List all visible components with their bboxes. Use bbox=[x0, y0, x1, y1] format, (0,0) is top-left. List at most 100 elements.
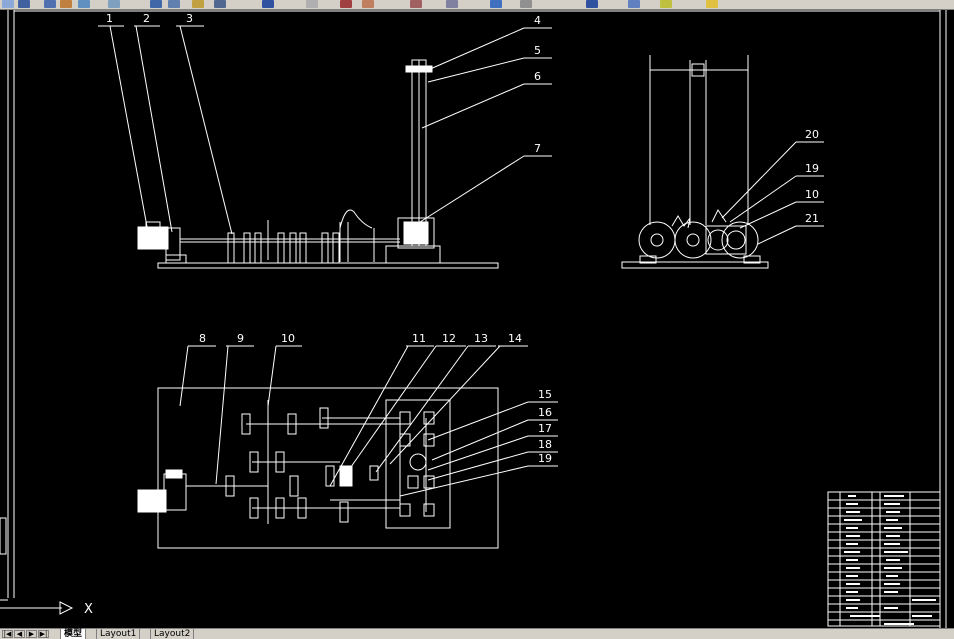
drawing-canvas[interactable]: 1 2 3 4 5 6 7 8 9 10 11 12 13 14 15 16 1… bbox=[0, 10, 954, 628]
gb-3 bbox=[399, 433, 411, 447]
layout-tab-bar: |◀ ◀ ▶ ▶| 模型 Layout1 Layout2 bbox=[0, 628, 954, 639]
ucs-x-label: X bbox=[84, 602, 93, 617]
layer-icon[interactable] bbox=[306, 0, 318, 8]
bearing-8 bbox=[332, 232, 340, 264]
tab-layout2[interactable]: Layout2 bbox=[150, 629, 195, 639]
column-top-clamp bbox=[405, 65, 433, 73]
callout-17: 17 bbox=[538, 422, 552, 435]
zoom-window-icon[interactable] bbox=[150, 0, 162, 8]
color-icon[interactable] bbox=[340, 0, 352, 8]
base-plate bbox=[157, 262, 499, 269]
tb-8 bbox=[249, 497, 259, 519]
zoom-icon-2[interactable] bbox=[362, 0, 374, 8]
tb-13 bbox=[339, 465, 353, 487]
tab-model[interactable]: 模型 bbox=[60, 629, 87, 639]
undo-icon[interactable] bbox=[44, 0, 56, 8]
front-view bbox=[137, 59, 499, 269]
callout-19-side: 19 bbox=[805, 162, 819, 175]
redo-icon[interactable] bbox=[60, 0, 72, 8]
text-icon[interactable] bbox=[446, 0, 458, 8]
callout-16: 16 bbox=[538, 406, 552, 419]
gb-8 bbox=[423, 503, 435, 517]
reducer-foot bbox=[165, 254, 187, 264]
ucs-icon bbox=[0, 517, 74, 615]
reel-middle-hub bbox=[686, 233, 700, 247]
save-icon[interactable] bbox=[18, 0, 30, 8]
layer-freeze-icon[interactable] bbox=[706, 0, 718, 8]
last-tab-icon[interactable]: ▶| bbox=[38, 630, 49, 638]
tb-4 bbox=[249, 451, 259, 473]
bearing-3 bbox=[254, 232, 262, 264]
bearing-2 bbox=[243, 232, 251, 264]
side-view bbox=[621, 55, 769, 269]
motor-cap bbox=[145, 221, 161, 229]
zoom-previous-icon[interactable] bbox=[168, 0, 180, 8]
callout-1: 1 bbox=[106, 12, 113, 25]
top-reducer-cap bbox=[165, 469, 183, 479]
tb-12 bbox=[339, 501, 349, 523]
gb-4 bbox=[423, 433, 435, 447]
zoom-realtime-icon[interactable] bbox=[410, 0, 422, 8]
callout-7: 7 bbox=[534, 142, 541, 155]
bearing-5 bbox=[289, 232, 297, 264]
reducer bbox=[165, 227, 181, 261]
design-center-icon[interactable] bbox=[214, 0, 226, 8]
properties-icon[interactable] bbox=[192, 0, 204, 8]
callout-2: 2 bbox=[143, 12, 150, 25]
prev-tab-icon[interactable]: ◀ bbox=[14, 630, 25, 638]
tb-10 bbox=[297, 497, 307, 519]
callout-3: 3 bbox=[186, 12, 193, 25]
tb-7 bbox=[289, 475, 299, 497]
layer-state-icon[interactable] bbox=[490, 0, 502, 8]
top-base-plate bbox=[157, 387, 499, 549]
tb-11 bbox=[325, 465, 335, 487]
callout-13: 13 bbox=[474, 332, 488, 345]
bearing-4 bbox=[277, 232, 285, 264]
gear-right bbox=[726, 230, 746, 250]
side-mechanism bbox=[711, 209, 727, 223]
callout-15: 15 bbox=[538, 388, 552, 401]
layer-manager-icon[interactable] bbox=[628, 0, 640, 8]
callout-18: 18 bbox=[538, 438, 552, 451]
side-foot-left bbox=[639, 255, 657, 264]
callout-8: 8 bbox=[199, 332, 206, 345]
help-icon[interactable] bbox=[586, 0, 598, 8]
callout-19: 19 bbox=[538, 452, 552, 465]
tool-palette-icon[interactable] bbox=[262, 0, 274, 8]
gear-block bbox=[397, 217, 435, 249]
callout-5: 5 bbox=[534, 44, 541, 57]
column-base bbox=[385, 245, 441, 264]
reel-middle bbox=[674, 221, 712, 259]
bearing-7 bbox=[321, 232, 329, 264]
first-tab-icon[interactable]: |◀ bbox=[2, 630, 13, 638]
next-tab-icon[interactable]: ▶ bbox=[26, 630, 37, 638]
cam-profile bbox=[339, 209, 373, 229]
side-top-clamp bbox=[691, 63, 705, 77]
tb-9 bbox=[275, 497, 285, 519]
side-base bbox=[621, 261, 769, 269]
tb-5 bbox=[275, 451, 285, 473]
callout-20: 20 bbox=[805, 128, 819, 141]
tb-3 bbox=[319, 407, 329, 429]
bearing-6 bbox=[299, 232, 307, 264]
gb-2 bbox=[423, 411, 435, 425]
callout-21: 21 bbox=[805, 212, 819, 225]
motor bbox=[137, 226, 169, 250]
sprocket bbox=[671, 215, 691, 229]
top-view bbox=[137, 387, 499, 549]
tab-layout1[interactable]: Layout1 bbox=[96, 629, 141, 639]
toolbar bbox=[0, 0, 954, 10]
leader-lines bbox=[98, 25, 824, 497]
gb-1 bbox=[399, 411, 411, 425]
title-block-fills bbox=[844, 495, 936, 625]
gear-housing bbox=[705, 225, 747, 255]
new-icon[interactable] bbox=[2, 0, 14, 8]
tb-6 bbox=[225, 475, 235, 497]
reel-left bbox=[638, 221, 676, 259]
layer-prev-icon[interactable] bbox=[660, 0, 672, 8]
gear-center bbox=[707, 229, 729, 251]
zoom-icon[interactable] bbox=[108, 0, 120, 8]
gb-6 bbox=[423, 475, 435, 489]
pan-icon[interactable] bbox=[78, 0, 90, 8]
print-icon[interactable] bbox=[520, 0, 532, 8]
